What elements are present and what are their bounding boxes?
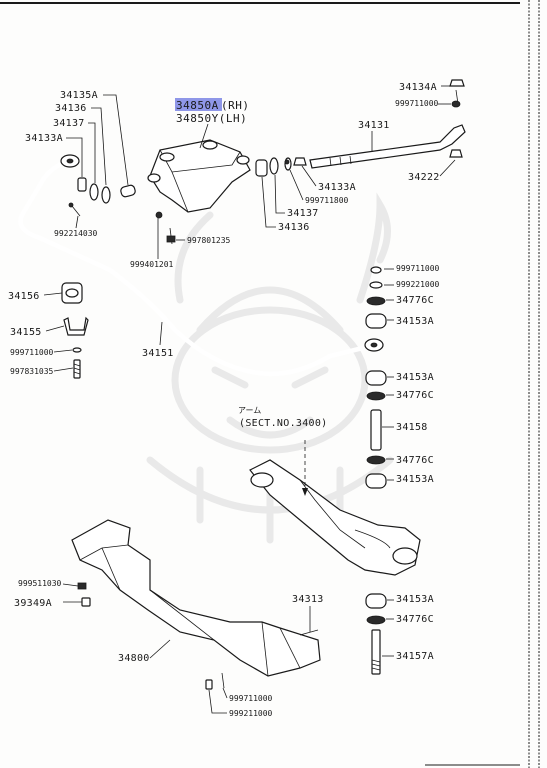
label-997801235[interactable]: 997801235 [187, 236, 231, 245]
label-34153A-2[interactable]: 34153A [396, 372, 434, 383]
label-34156[interactable]: 34156 [8, 291, 40, 302]
leader-999711000-left [53, 349, 73, 353]
right-strut-parts [365, 266, 387, 675]
label-34157A[interactable]: 34157A [396, 651, 434, 662]
leader-34156 [43, 292, 63, 296]
label-34151[interactable]: 34151 [142, 348, 174, 359]
label-999711000-bottom[interactable]: 999711000 [229, 694, 273, 703]
leader-34136-right [261, 176, 276, 228]
label-34153A-3[interactable]: 34153A [396, 474, 434, 485]
leader-999711800 [289, 169, 304, 201]
leader-34155 [45, 325, 65, 332]
label-34158[interactable]: 34158 [396, 422, 428, 433]
label-999401201[interactable]: 999401201 [130, 260, 174, 269]
label-34134A[interactable]: 34134A [399, 82, 437, 93]
label-39349A[interactable]: 39349A [14, 598, 52, 609]
lower-arm [249, 459, 421, 576]
crossmember-34800 [71, 519, 321, 690]
label-arm-jp: アーム [238, 406, 261, 415]
leader-34850 [199, 123, 209, 149]
leader-34135A [103, 94, 129, 186]
end-link-parts-left [68, 177, 136, 217]
label-34776C-3[interactable]: 34776C [396, 455, 434, 466]
stabilizer-bar-34151 [18, 154, 384, 377]
highlight-34850A [175, 98, 222, 111]
leader-992214030 [75, 215, 79, 229]
label-34800[interactable]: 34800 [118, 653, 150, 664]
leader-34136-left [91, 107, 107, 186]
label-34153A-1[interactable]: 34153A [396, 316, 434, 327]
tension-rod-34131 [309, 79, 466, 169]
label-34222[interactable]: 34222 [408, 172, 440, 183]
label-34133A-left[interactable]: 34133A [25, 133, 63, 144]
label-34135A[interactable]: 34135A [60, 90, 98, 101]
label-34850Y[interactable]: 34850Y(LH) [176, 112, 247, 125]
stabilizer-bushing-clamp [61, 282, 89, 379]
label-34136-left[interactable]: 34136 [55, 103, 87, 114]
label-999711000-left[interactable]: 999711000 [10, 348, 54, 357]
label-34131[interactable]: 34131 [358, 120, 390, 131]
label-997831035[interactable]: 997831035 [10, 367, 54, 376]
label-999221000[interactable]: 999221000 [396, 280, 440, 289]
label-34137-right[interactable]: 34137 [287, 208, 319, 219]
label-999211000-bottom[interactable]: 999211000 [229, 709, 273, 718]
rod-bushings [255, 157, 307, 177]
leader-999711000-bottom [222, 687, 228, 699]
label-34137-left[interactable]: 34137 [53, 118, 85, 129]
leader-34222 [439, 159, 456, 177]
leader-34133A-left [66, 137, 83, 177]
label-34776C-4[interactable]: 34776C [396, 614, 434, 625]
label-999711800[interactable]: 999711800 [305, 196, 349, 205]
bracket-34850 [147, 139, 251, 245]
label-34155[interactable]: 34155 [10, 327, 42, 338]
leader-34137-left [88, 122, 96, 183]
label-34313[interactable]: 34313 [292, 594, 324, 605]
label-sect-no[interactable]: (SECT.NO.3400) [239, 418, 328, 429]
leader-34151 [159, 321, 163, 346]
label-34776C-2[interactable]: 34776C [396, 390, 434, 401]
label-992214030[interactable]: 992214030 [54, 229, 98, 238]
leader-34137-right [274, 174, 285, 214]
leader-34133A-right [301, 165, 317, 187]
label-34850A-suffix: (RH) [221, 99, 250, 112]
label-34153A-4[interactable]: 34153A [396, 594, 434, 605]
label-999711000-right[interactable]: 999711000 [396, 264, 440, 273]
leader-999511030 [62, 583, 79, 587]
leader-999211000-bottom [208, 689, 227, 714]
leader-997831035 [53, 367, 74, 372]
leader-34800 [149, 639, 171, 659]
label-34133A-right[interactable]: 34133A [318, 182, 356, 193]
arm-ref-arrow [302, 488, 308, 496]
label-34136-right[interactable]: 34136 [278, 222, 310, 233]
label-34850A[interactable]: 34850A [176, 99, 219, 112]
label-999711000-top[interactable]: 999711000 [395, 99, 439, 108]
label-34776C-1[interactable]: 34776C [396, 295, 434, 306]
label-999511030[interactable]: 999511030 [18, 579, 62, 588]
